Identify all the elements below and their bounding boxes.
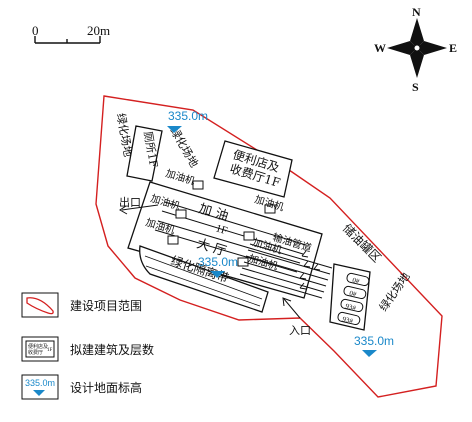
- entrance-arrow-icon: [282, 297, 301, 319]
- pump-label: 加油机: [149, 191, 181, 212]
- pipeline-arrows: [299, 250, 321, 290]
- legend-boundary-label: 建设项目范围: [70, 299, 142, 313]
- tank-label: 0#: [352, 276, 361, 285]
- elevation-marker-top: 335.0m: [167, 109, 208, 133]
- legend-elevation-sample: 335.0m: [25, 378, 55, 388]
- project-boundary: [95, 95, 443, 398]
- building-box-icon: [25, 340, 55, 358]
- toilet-label: 厕所1F: [141, 130, 160, 169]
- scale-end: 20m: [87, 23, 110, 38]
- legend-building-sample-2: 收费厅: [28, 349, 43, 356]
- pump-label: 加油机: [144, 215, 176, 236]
- store-building: 便利店及 收费厅1F: [213, 140, 293, 198]
- legend: 建设项目范围 便利店及 收费厅 1F 拟建建筑及层数 335.0m 设计地面标高: [21, 292, 154, 400]
- exit-arrow-icon: [119, 204, 159, 215]
- tank-area: 0# 0# 93# 93#: [329, 263, 371, 331]
- tank-area-label: 储油罐区: [340, 221, 385, 266]
- exit-label: 出口: [119, 195, 141, 209]
- tank-label: 93#: [345, 302, 358, 312]
- elevation-middle-value: 335.0m: [198, 255, 238, 269]
- elevation-top-value: 335.0m: [168, 109, 208, 123]
- compass-east: E: [449, 41, 457, 55]
- elevation-marker-icon: [33, 390, 45, 396]
- refuel-hall-floor: 1F: [214, 222, 229, 237]
- legend-building-sample-1: 便利店及: [28, 343, 48, 350]
- elevation-marker-middle: 335.0m: [198, 255, 238, 278]
- legend-item-elevation: 335.0m 设计地面标高: [21, 374, 142, 400]
- compass-west: W: [374, 41, 386, 55]
- tank-label: 93#: [342, 315, 355, 325]
- tank-label: 0#: [349, 289, 358, 298]
- pump-label: 加油机: [164, 166, 196, 187]
- compass-south: S: [412, 80, 419, 94]
- pump-units: [167, 180, 276, 267]
- green-area-right-label: 绿化场地: [376, 270, 413, 314]
- scale-start: 0: [32, 23, 39, 38]
- boundary-outline-icon: [26, 297, 54, 315]
- legend-elevation-label: 设计地面标高: [70, 380, 142, 395]
- isolation-belt: 绿化隔离带: [139, 245, 269, 313]
- pump-islands: [154, 201, 307, 273]
- toilet-building: 厕所1F: [126, 125, 163, 182]
- legend-building-label: 拟建建筑及层数: [70, 342, 154, 357]
- compass-north: N: [412, 5, 421, 19]
- compass-rose-icon: N S E W: [374, 5, 457, 94]
- entrance-label: 入口: [289, 324, 311, 337]
- scale-bar: 0 20m: [32, 23, 110, 44]
- legend-item-boundary: 建设项目范围: [21, 292, 142, 318]
- oil-pipeline: [239, 243, 333, 299]
- legend-building-sample-3: 1F: [47, 348, 53, 353]
- legend-item-building: 便利店及 收费厅 1F 拟建建筑及层数: [21, 336, 154, 362]
- elevation-bottom-value: 335.0m: [354, 334, 394, 348]
- elevation-marker-bottom: 335.0m: [354, 334, 394, 357]
